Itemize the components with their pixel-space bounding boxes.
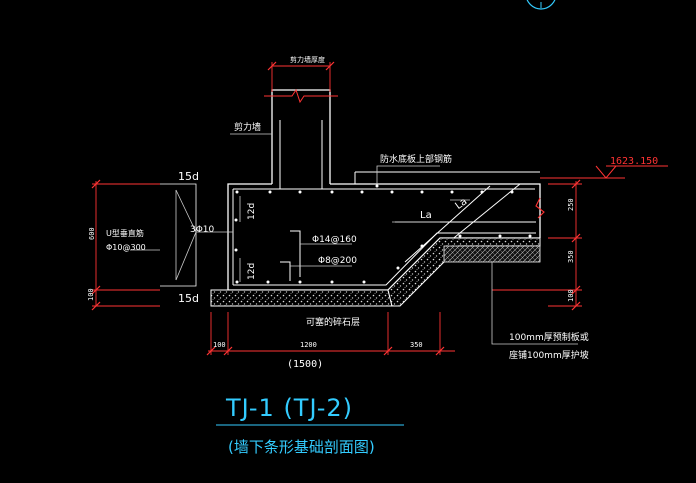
dim-right-100: 100 <box>567 289 575 302</box>
12d-top-label: 12d <box>247 203 257 220</box>
title-main: TJ-1 (TJ-2) <box>225 394 353 422</box>
la-label-1: La <box>420 210 432 221</box>
gravel-layer <box>210 237 541 307</box>
axis-bubble-icon <box>526 0 556 10</box>
side-bars-label: 3Φ10 <box>190 225 215 235</box>
break-line-icon <box>264 88 338 104</box>
dim-left-100: 100 <box>87 288 95 301</box>
dimension-values: 600 100 250 350 100 100 1200 350 (1500) <box>87 198 575 370</box>
elevation-label: 1623.150 <box>610 156 658 167</box>
waterproof-rebar-label: 防水底板上部钢筋 <box>380 153 452 165</box>
rebar-dots <box>234 184 532 284</box>
dim-bottom-total: (1500) <box>287 359 323 370</box>
dim-right-350: 350 <box>567 250 575 263</box>
precast-note-1: 100mm厚预制板或 <box>509 331 589 343</box>
la-label-2: La <box>453 196 469 212</box>
break-line-icon <box>535 197 545 219</box>
dim-bottom-350: 350 <box>410 341 423 349</box>
dimension-ticks <box>91 61 581 356</box>
dimension-lines <box>92 62 668 355</box>
precast-note-2: 座铺100mm厚护坡 <box>509 349 589 361</box>
dim-bottom-100: 100 <box>213 341 226 349</box>
u-stirrup-label-1: U型垂直筋 <box>106 228 144 238</box>
leader-lines <box>130 133 578 345</box>
dim-left-600: 600 <box>88 227 96 240</box>
wall-thickness-label: 剪力墙厚度 <box>290 55 325 64</box>
u-stirrup-label-2: Φ10@300 <box>106 243 146 252</box>
rebar-dist-label: Φ8@200 <box>318 256 357 266</box>
15d-bottom-label: 15d <box>178 292 199 305</box>
rebar-main-label: Φ14@160 <box>312 235 357 245</box>
drawing-title: TJ-1 (TJ-2) (墙下条形基础剖面图) <box>216 394 404 456</box>
dim-bottom-1200: 1200 <box>300 341 317 349</box>
title-subtitle: (墙下条形基础剖面图) <box>228 438 375 456</box>
annotation-labels: 剪力墙厚度 剪力墙 防水底板上部钢筋 1623.150 La La 12d 12… <box>106 55 658 361</box>
shear-wall-label: 剪力墙 <box>234 121 261 133</box>
12d-bottom-label: 12d <box>247 263 257 280</box>
elevation-triangle-icon <box>595 165 617 179</box>
gravel-layer-label: 可塞的碎石层 <box>306 316 360 328</box>
dim-right-250: 250 <box>567 198 575 211</box>
15d-top-label: 15d <box>178 170 199 183</box>
